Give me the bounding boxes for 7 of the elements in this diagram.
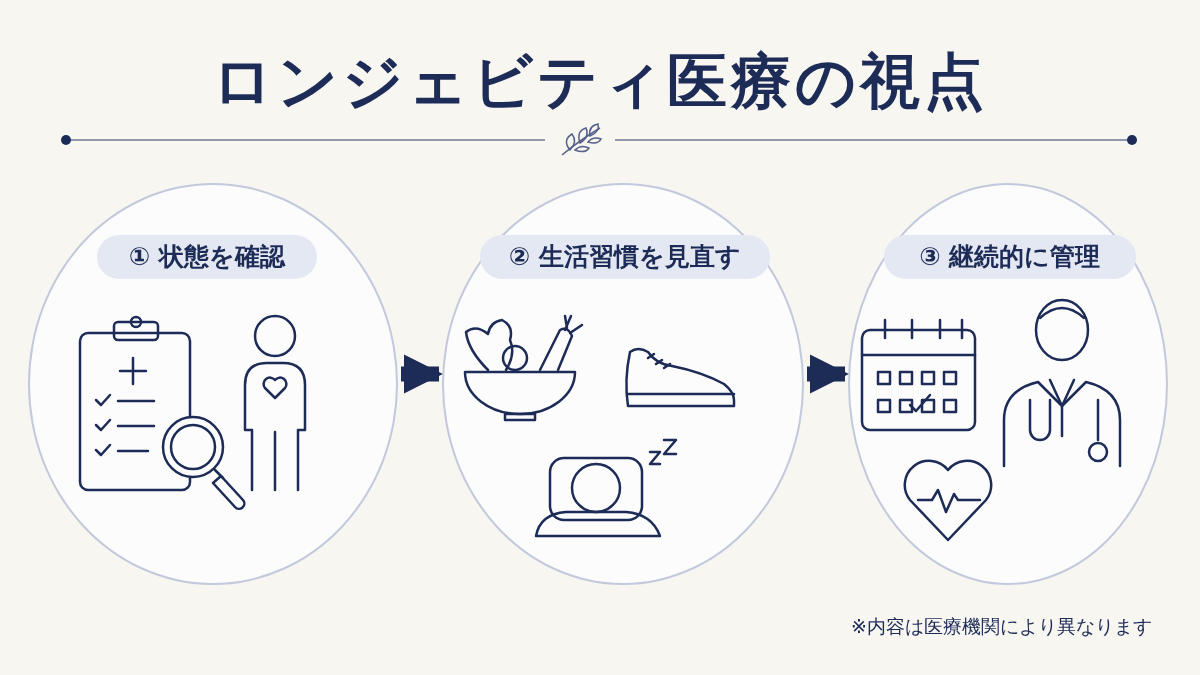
- title: ロンジェビティ医療の視点: [211, 45, 989, 118]
- step-label: ③ 継続的に管理: [884, 235, 1136, 279]
- arrow: [401, 354, 443, 394]
- note: ※内容は医療機関により異なります: [851, 614, 1152, 639]
- arrow: [807, 354, 849, 394]
- step-label: ② 生活習慣を見直す: [480, 235, 770, 279]
- step-label: ① 状態を確認: [97, 235, 317, 279]
